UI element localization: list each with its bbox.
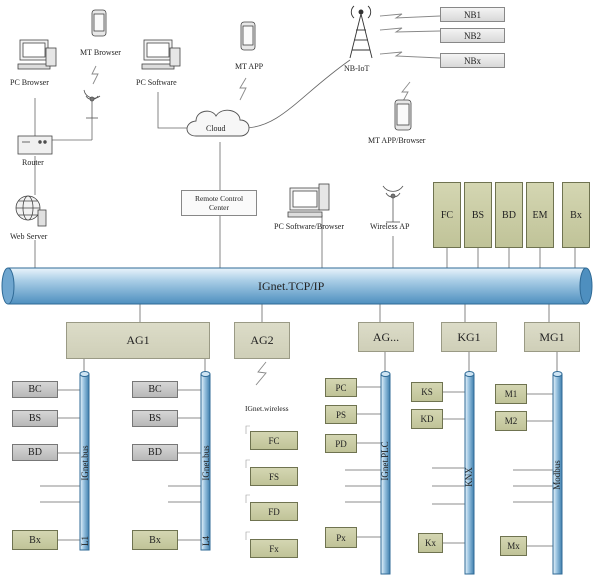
knx-module-ks: KS [411, 382, 443, 402]
bus-l4-module-bx: Bx [132, 530, 178, 550]
bus-l1-module-bs: BS [12, 410, 58, 427]
bus-l4-module-bc: BC [132, 381, 178, 398]
bus-l4-module-bs: BS [132, 410, 178, 427]
top-module-em: EM [526, 182, 554, 248]
mt-browser-label: MT Browser [80, 48, 121, 57]
bus-l1-module-bd: BD [12, 444, 58, 461]
bus-l1-line-label: L1 [80, 536, 90, 546]
top-module-bs: BS [464, 182, 492, 248]
pc-software-icon [141, 39, 181, 70]
gateway-ag-more: AG... [358, 322, 414, 352]
gateway-ag1: AG1 [66, 322, 210, 359]
remote-control-center-box: Remote Control Center [181, 190, 257, 216]
backbone-pipe [1, 267, 593, 305]
wireless-module-fx: Fx [250, 539, 298, 558]
wireless-module-fs: FS [250, 467, 298, 486]
plc-module-px: Px [325, 527, 357, 548]
nb-iot-label: NB-IoT [344, 64, 370, 73]
pc-browser-label: PC Browser [10, 78, 49, 87]
wireless-module-fc: FC [250, 431, 298, 450]
wireless-ap-label: Wireless AP [370, 222, 410, 231]
nb-node-x: NBx [440, 53, 505, 68]
bus-l4-line-label: L4 [201, 536, 211, 546]
plc-bus-label: IGnet.PLC [380, 441, 390, 481]
top-module-bd: BD [495, 182, 523, 248]
web-server-label: Web Server [10, 232, 48, 241]
knx-module-kd: KD [411, 409, 443, 429]
modbus-module-m2: M2 [495, 411, 527, 431]
bus-l1-module-bc: BC [12, 381, 58, 398]
pc-software-browser-label: PC Software/Browser [274, 222, 344, 231]
top-module-bx: Bx [562, 182, 590, 248]
pc-software-label: PC Software [136, 78, 177, 87]
wireless-module-fd: FD [250, 502, 298, 521]
mt-app-label: MT APP [235, 62, 264, 71]
plc-module-pd: PD [325, 434, 357, 453]
knx-bus-label: KNX [464, 467, 474, 487]
gateway-mg1: MG1 [524, 322, 580, 352]
plc-module-ps: PS [325, 405, 357, 424]
router-label: Router [22, 158, 44, 167]
backbone-label: IGnet.TCP/IP [258, 279, 325, 293]
wifi-antenna-icon [83, 89, 101, 119]
plc-module-pc: PC [325, 378, 357, 397]
mt-browser-phone-icon [91, 9, 107, 37]
gateway-kg1: KG1 [441, 322, 497, 352]
bus-l1-label: IGnet.bus [80, 445, 90, 481]
pc-software-browser-icon [287, 183, 330, 218]
modbus-bus-label: Modbus [552, 460, 562, 490]
top-module-fc: FC [433, 182, 461, 248]
nb-node-2: NB2 [440, 28, 505, 43]
bus-l4-module-bd: BD [132, 444, 178, 461]
modbus-module-mx: Mx [500, 536, 527, 556]
bus-l1-module-bx: Bx [12, 530, 58, 550]
knx-module-kx: Kx [418, 533, 443, 553]
router-icon [17, 135, 53, 155]
wireless-net-label: IGnet.wireless [245, 404, 289, 413]
web-server-icon [15, 195, 47, 227]
wireless-ap-icon [382, 185, 404, 223]
cloud-label: Cloud [206, 124, 226, 133]
nb-node-1: NB1 [440, 7, 505, 22]
nb-iot-tower-icon [349, 5, 373, 59]
cloud-icon [186, 109, 250, 137]
pc-browser-icon [17, 39, 57, 70]
mt-app-phone-icon [240, 21, 256, 51]
mt-app-browser-label: MT APP/Browser [368, 136, 426, 145]
gateway-ag2: AG2 [234, 322, 290, 359]
mt-app-browser-phone-icon [394, 99, 412, 131]
modbus-module-m1: M1 [495, 384, 527, 404]
bus-l4-label: IGnet.bus [201, 445, 211, 481]
